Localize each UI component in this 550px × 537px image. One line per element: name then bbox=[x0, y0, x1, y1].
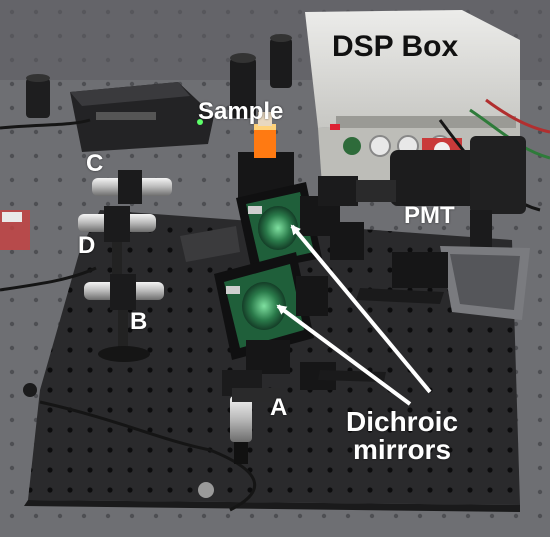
label-dichroic-mirrors: Dichroic mirrors bbox=[346, 408, 458, 464]
collimator-d bbox=[78, 206, 156, 282]
top-posts bbox=[26, 34, 292, 118]
label-b: B bbox=[130, 308, 148, 335]
label-dsp-box: DSP Box bbox=[332, 30, 459, 63]
collimator-a bbox=[222, 370, 280, 464]
label-c: C bbox=[86, 150, 104, 177]
power-supply bbox=[70, 82, 214, 152]
sample-holder bbox=[238, 112, 294, 198]
arrow-to-lower-mirror bbox=[276, 304, 412, 406]
label-dichroic-line1: Dichroic bbox=[346, 406, 459, 437]
label-dichroic-line2: mirrors bbox=[352, 434, 452, 465]
dichroic-arrows bbox=[276, 224, 432, 406]
pmt-detector bbox=[318, 136, 530, 320]
label-a: A bbox=[270, 394, 288, 421]
label-pmt: PMT bbox=[404, 202, 455, 229]
collimator-b bbox=[84, 274, 164, 362]
label-sample: Sample bbox=[198, 98, 284, 125]
label-d: D bbox=[78, 232, 96, 259]
dichroic-mirror-lower bbox=[214, 252, 314, 360]
collimator-c bbox=[92, 170, 172, 204]
arrow-to-upper-mirror bbox=[290, 224, 432, 394]
